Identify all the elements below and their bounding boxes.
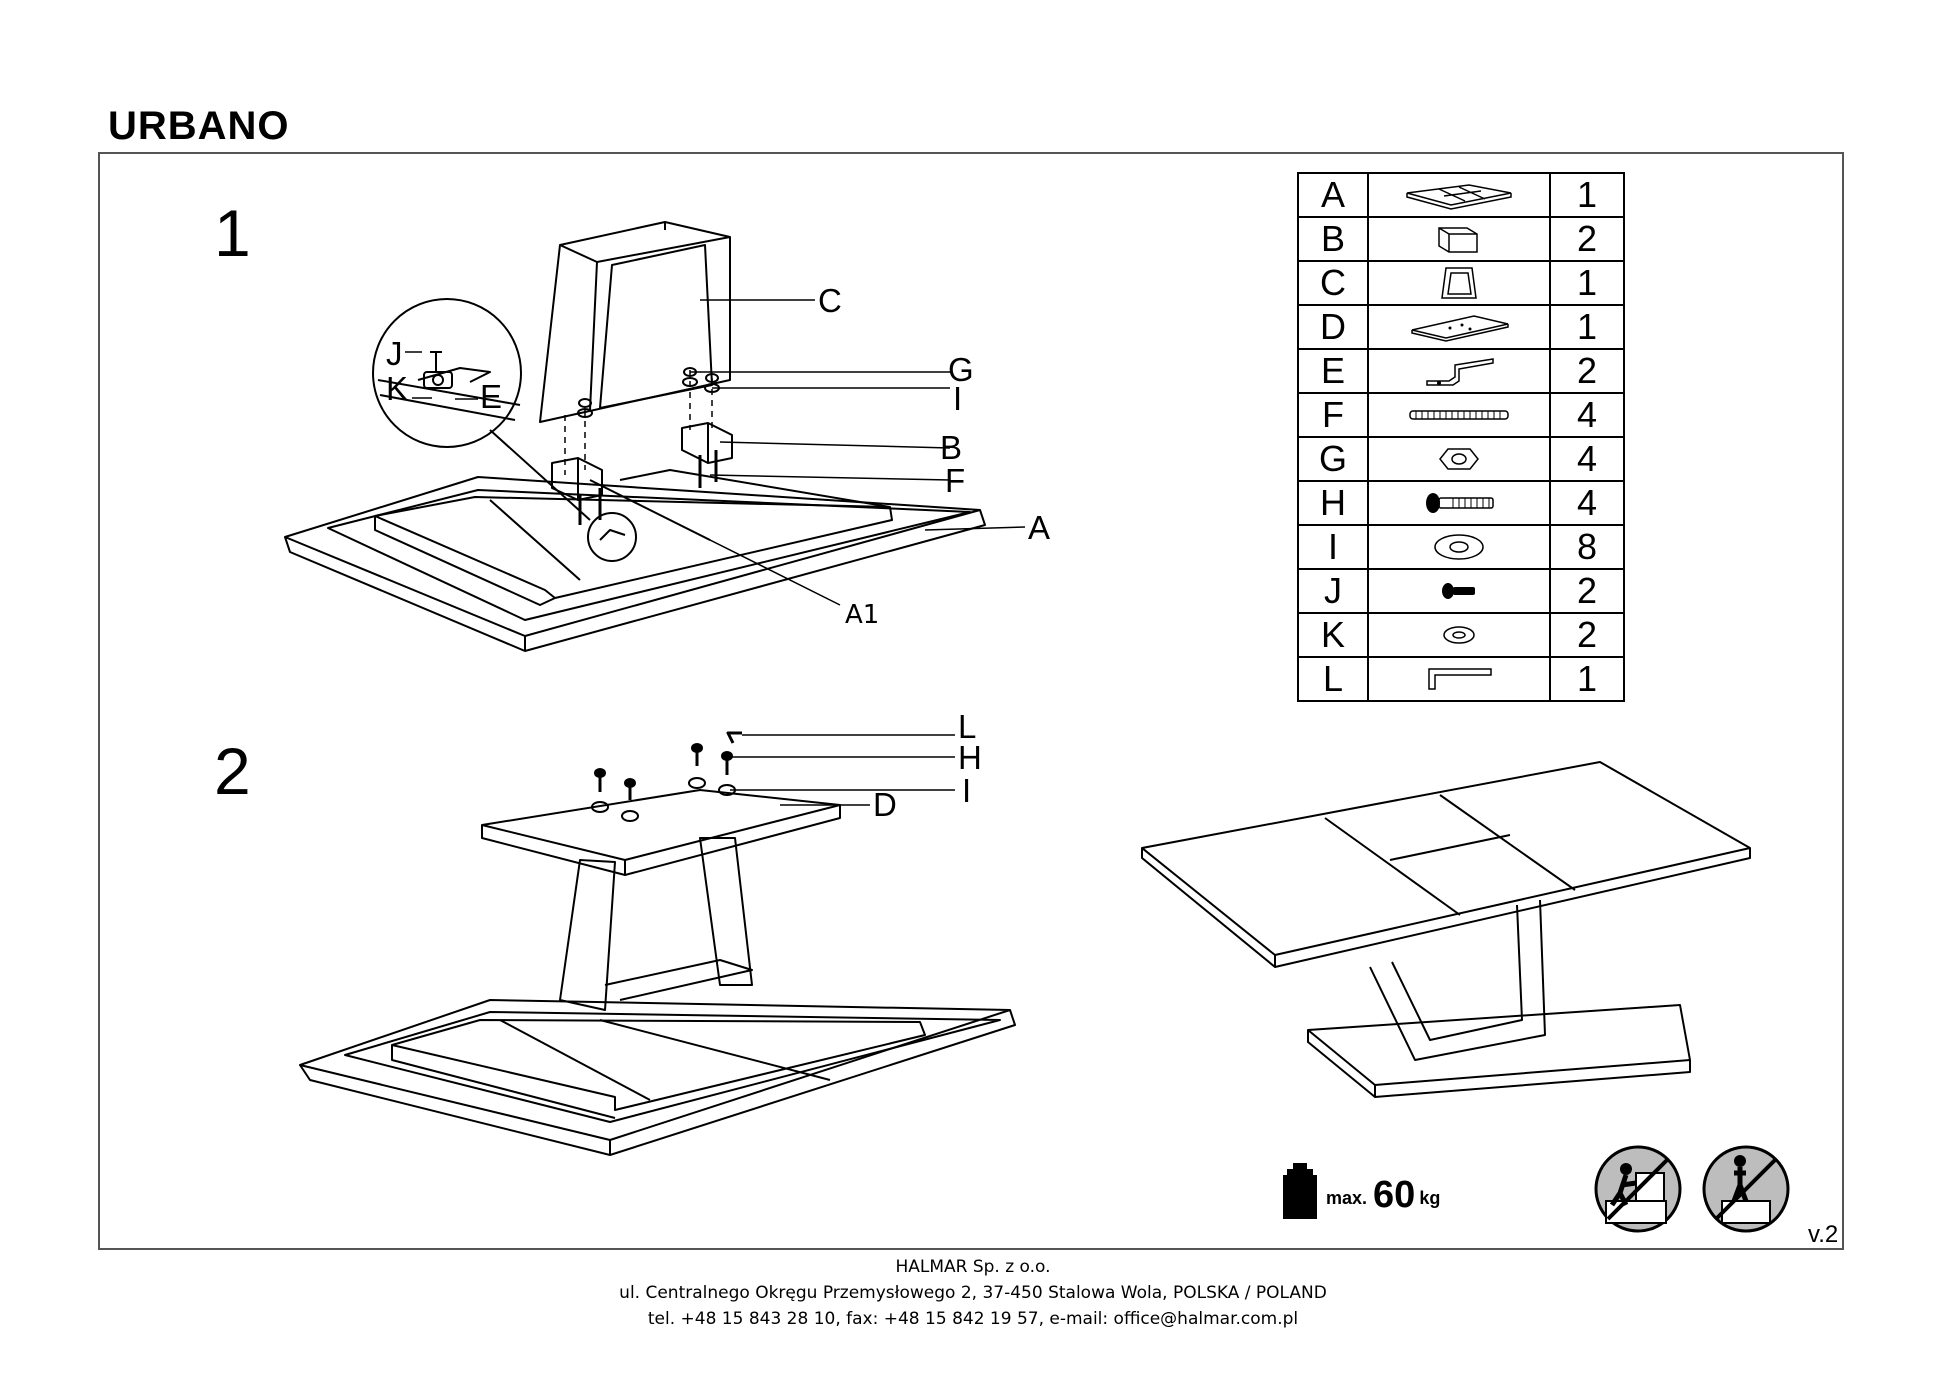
part-letter: G	[1297, 436, 1369, 482]
callout-f: F	[945, 462, 965, 499]
tabletop-icon	[1406, 184, 1512, 210]
bolt-icon	[1426, 493, 1494, 513]
part-letter: K	[1297, 612, 1369, 658]
parts-row: A 1	[1297, 172, 1625, 218]
parts-row: D 1	[1297, 304, 1625, 350]
nut-icon	[1439, 448, 1479, 470]
step2-tabletop	[299, 999, 1016, 1156]
footer-address: ul. Centralnego Okręgu Przemysłowego 2, …	[619, 1283, 1327, 1303]
part-letter: E	[1297, 348, 1369, 394]
document-title: URBANO	[108, 104, 290, 148]
allen-key-icon	[1428, 668, 1492, 690]
step-number-2: 2	[214, 734, 251, 808]
step-number-1: 1	[214, 196, 251, 270]
step2-leg-frame	[559, 837, 753, 1011]
part-qty: 2	[1549, 612, 1625, 658]
parts-row: K 2	[1297, 612, 1625, 658]
instruction-frame	[98, 152, 1844, 1250]
step1-assembly-lines	[564, 370, 713, 475]
washer-icon	[1434, 534, 1484, 560]
step1-detail-circle	[372, 298, 591, 521]
part-qty: 1	[1549, 656, 1625, 702]
callout-d: D	[873, 786, 897, 823]
part-letter: L	[1297, 656, 1369, 702]
callout-i: I	[953, 380, 962, 417]
callout-e: E	[480, 378, 502, 415]
screw-icon	[1442, 583, 1475, 599]
callout-j: J	[386, 335, 403, 372]
parts-row: C 1	[1297, 260, 1625, 306]
block-icon	[1438, 227, 1478, 253]
part-qty: 2	[1549, 348, 1625, 394]
part-letter: H	[1297, 480, 1369, 526]
callout-h: H	[958, 739, 982, 776]
callout-c: C	[818, 282, 842, 319]
part-qty: 1	[1549, 260, 1625, 306]
parts-row: G 4	[1297, 436, 1625, 482]
callout-g: G	[948, 351, 974, 388]
parts-row: F 4	[1297, 392, 1625, 438]
part-letter: A	[1297, 172, 1369, 218]
parts-row: E 2	[1297, 348, 1625, 394]
step1-leader-lines	[405, 299, 1026, 606]
parts-row: L 1	[1297, 656, 1625, 702]
weight-icon	[1283, 1163, 1317, 1219]
small-washer-icon	[1443, 626, 1475, 644]
part-qty: 1	[1549, 172, 1625, 218]
plate-icon	[1411, 315, 1509, 342]
callout-a1: A1	[845, 600, 879, 630]
part-letter: F	[1297, 392, 1369, 438]
part-qty: 2	[1549, 216, 1625, 262]
part-qty: 4	[1549, 480, 1625, 526]
part-letter: C	[1297, 260, 1369, 306]
bracket-icon	[1426, 358, 1494, 386]
parts-table: A 1 B 2 C 1 D 1 E 2 F 4 G 4 H 4 I 8	[1297, 172, 1625, 702]
callout-b: B	[940, 429, 962, 466]
parts-row: H 4	[1297, 480, 1625, 526]
max-load-value: 60	[1373, 1174, 1416, 1216]
version-label: v.2	[1808, 1221, 1839, 1248]
max-load-unit: kg	[1419, 1188, 1441, 1208]
callout-i2: I	[962, 772, 971, 809]
part-qty: 8	[1549, 524, 1625, 570]
callout-a: A	[1028, 509, 1050, 546]
parts-row: B 2	[1297, 216, 1625, 262]
parts-row: I 8	[1297, 524, 1625, 570]
step1-leg-frame-c	[539, 221, 731, 423]
callout-l: L	[958, 708, 976, 745]
footer-company: HALMAR Sp. z o.o.	[895, 1257, 1051, 1277]
threaded-rod-icon	[1409, 410, 1509, 420]
parts-row: J 2	[1297, 568, 1625, 614]
callout-k: K	[386, 370, 408, 407]
no-leaning-icon	[1594, 1145, 1682, 1233]
part-letter: J	[1297, 568, 1369, 614]
part-letter: D	[1297, 304, 1369, 350]
assembled-table	[1141, 761, 1751, 1098]
no-standing-icon	[1702, 1145, 1790, 1233]
part-letter: B	[1297, 216, 1369, 262]
max-load: max. 60 kg	[1282, 1163, 1440, 1219]
step1-tabletop	[284, 469, 986, 652]
step1-blocks-b	[551, 422, 733, 501]
part-qty: 2	[1549, 568, 1625, 614]
step2-plate-d	[481, 789, 841, 876]
step2-bolts	[591, 731, 742, 822]
leg-frame-icon	[1441, 267, 1477, 299]
footer-contact: tel. +48 15 843 28 10, fax: +48 15 842 1…	[647, 1309, 1299, 1329]
part-letter: I	[1297, 524, 1369, 570]
max-load-prefix: max.	[1326, 1188, 1368, 1208]
part-qty: 4	[1549, 392, 1625, 438]
step2-leader-lines	[730, 734, 955, 806]
part-qty: 4	[1549, 436, 1625, 482]
part-qty: 1	[1549, 304, 1625, 350]
